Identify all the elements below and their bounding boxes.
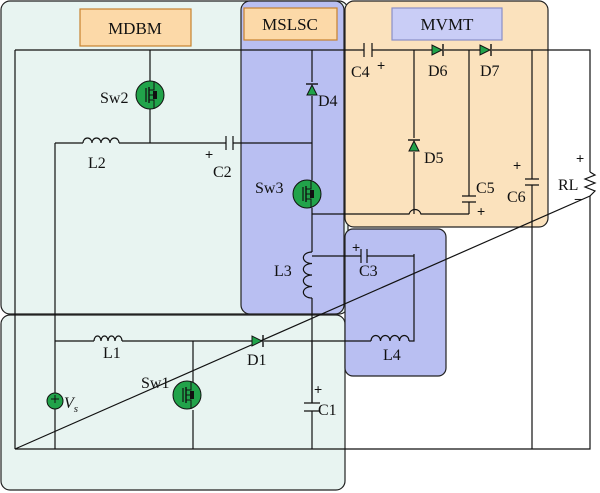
c1-plus: +	[314, 381, 322, 397]
c4-plus: +	[377, 57, 385, 73]
d6-diode	[431, 44, 444, 56]
mvmt-label-box	[391, 7, 503, 41]
d4-diode	[306, 83, 318, 96]
d5-label: D5	[424, 150, 444, 167]
l2-inductor	[82, 137, 120, 144]
l1-inductor	[93, 335, 123, 342]
mvmt-block	[344, 0, 549, 228]
c2-label: C2	[213, 164, 232, 181]
c1-label: C1	[318, 402, 337, 419]
c2-capacitor	[225, 136, 234, 150]
d5-diode	[408, 139, 420, 152]
input-block	[0, 314, 346, 491]
d6-label: D6	[428, 63, 448, 80]
l4-inductor	[370, 334, 410, 342]
c2-plus: +	[205, 146, 213, 162]
sw1-switch	[172, 380, 202, 410]
mslsc-block	[240, 0, 345, 315]
d4-label: D4	[318, 93, 338, 110]
c3-plus: +	[352, 239, 360, 255]
mslsc-label-box	[243, 7, 338, 41]
l4-d5-wire	[312, 50, 415, 342]
l4-block	[344, 228, 447, 377]
d1-diode	[251, 335, 264, 347]
rl-resistor	[583, 171, 597, 197]
l4-label: L4	[383, 347, 401, 364]
outer-wire	[14, 49, 591, 450]
c5-capacitor	[462, 195, 476, 203]
sw1-label: Sw1	[141, 375, 169, 392]
d7-diode	[479, 44, 492, 56]
sw2-switch	[135, 80, 165, 110]
mdbm-label-box	[79, 8, 192, 47]
vs-source	[46, 392, 64, 410]
rl-label: RL	[558, 177, 578, 194]
c5-plus: +	[477, 203, 485, 219]
c3-label: C3	[359, 263, 378, 280]
l3-inductor	[302, 251, 313, 299]
c5-label: C5	[476, 180, 495, 197]
sw3-right-wire	[312, 208, 469, 215]
d7-label: D7	[480, 63, 500, 80]
c6-plus: +	[513, 157, 521, 173]
c6-capacitor	[525, 178, 539, 186]
sw3-label: Sw3	[255, 180, 283, 197]
mvmt-label: MVMT	[421, 15, 475, 34]
c6-label: C6	[507, 189, 526, 206]
sw3-switch	[292, 179, 322, 209]
rl-plus: +	[576, 150, 584, 166]
mdbm-label: MDBM	[108, 19, 162, 38]
c4-capacitor	[363, 43, 373, 57]
d1-label: D1	[247, 352, 267, 369]
mslsc-label: MSLSC	[262, 15, 318, 34]
c4-label: C4	[351, 64, 370, 81]
l3-label: L3	[274, 263, 292, 280]
vs-label: Vs	[64, 395, 78, 415]
l1-label: L1	[103, 345, 121, 362]
c1-capacitor	[304, 402, 320, 412]
l2-label: L2	[88, 155, 106, 172]
sw2-label: Sw2	[100, 90, 128, 107]
c3-capacitor	[360, 249, 368, 263]
rl-minus: −	[574, 191, 582, 207]
